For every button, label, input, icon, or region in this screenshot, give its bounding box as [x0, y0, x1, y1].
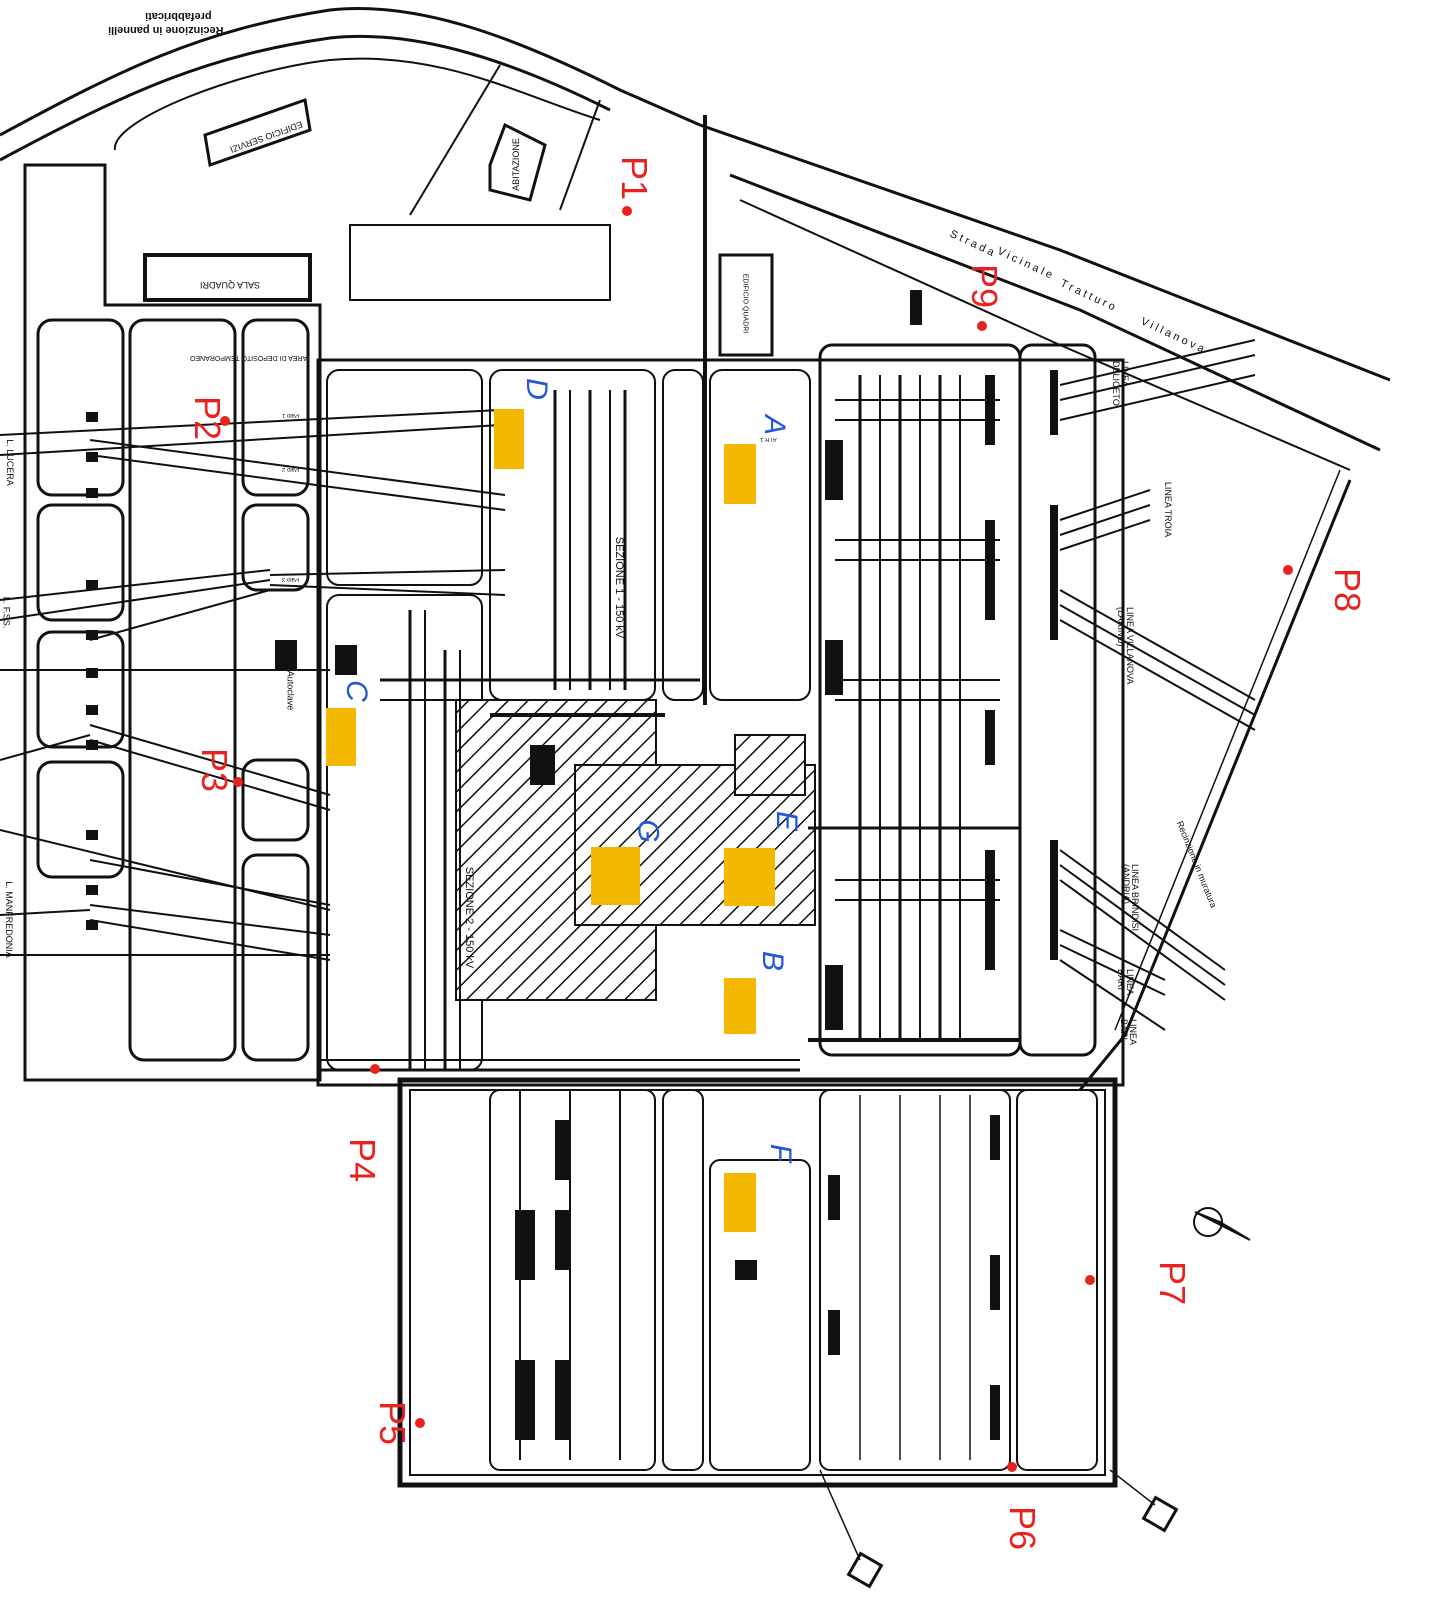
header-note-line-2: prefabbricati: [145, 10, 212, 22]
zone-d-label: D: [519, 378, 553, 400]
line-troia-label: LINEA TROIA: [1163, 481, 1174, 538]
station-frames: [316, 343, 1125, 1488]
line-lucera-label: L. LUCERA: [4, 439, 15, 486]
line-fss-label: L. F.SS.: [1, 596, 12, 629]
line-manfredonia-label: L. MANFREDONIA: [3, 881, 14, 958]
transformer-blocks: [326, 409, 775, 1232]
perimeter-roads: [0, 6, 1391, 1091]
palo-3-label: Palo 3: [282, 576, 300, 582]
zone-g-label: G: [631, 819, 665, 843]
line-deliceto-label: LINEA DELICETO: [1111, 361, 1130, 406]
north-arrow-icon: [1193, 1207, 1251, 1241]
deposit-area-label: AREA DI DEPOSITO TEMPORANEO: [190, 354, 308, 361]
point-p4-label: P4: [342, 1137, 384, 1183]
section-2-label: SEZIONE 2 - 150 kV: [463, 866, 476, 969]
building-quadri-label: EDIFICIO QUADRI: [741, 273, 749, 334]
atr-label: ATR 1: [760, 436, 777, 442]
zone-e-label: E: [770, 810, 804, 832]
overhead-lines-left: [0, 409, 506, 961]
line-brindisi-label: LINEA BRINDISI (ANDRIA): [1121, 864, 1140, 932]
zone-c-label: C: [339, 680, 373, 702]
line-bari-1-label: LINEA BARI: [1116, 969, 1135, 995]
palo-1-label: Palo 1: [282, 412, 300, 418]
autoclave-label: Autoclave: [285, 670, 296, 711]
zone-f-label: F: [764, 1143, 798, 1163]
zone-a-label: A: [758, 414, 792, 436]
overhead-lines-right: [1059, 339, 1256, 1031]
header-note-line-1: Recinzione in pannelli: [108, 24, 224, 36]
section-1-label: SEZIONE 1 - 150 kV: [613, 536, 626, 639]
line-bari-2-label: LINEA BARI: [1119, 1019, 1138, 1045]
point-p2-label: P2: [187, 395, 229, 441]
point-p1-label: P1: [614, 155, 656, 201]
palo-2-label: Palo 2: [282, 466, 300, 472]
busbars: [320, 115, 1020, 1460]
zone-b-label: B: [756, 950, 790, 972]
building-sala-quadri-label: SALA QUADRI: [200, 280, 261, 290]
measurement-point-dots: [220, 206, 1293, 1472]
point-p7-label: P7: [1152, 1260, 1194, 1306]
point-p3-label: P3: [194, 747, 236, 793]
point-p8-label: P8: [1327, 567, 1369, 613]
hatched-areas: [455, 699, 816, 1001]
equipment-marks: [86, 290, 1058, 1440]
point-p6-label: P6: [1002, 1505, 1044, 1551]
left-compound: [23, 64, 774, 1082]
point-p5-label: P5: [372, 1400, 414, 1446]
perimeter-tower-icon: [819, 1469, 1179, 1589]
point-p9-label: P9: [964, 263, 1006, 309]
building-abitazione-label: ABITAZIONE: [510, 138, 521, 191]
line-villanova-label: LINEA VILLANOVA (LARINO): [1116, 607, 1135, 684]
